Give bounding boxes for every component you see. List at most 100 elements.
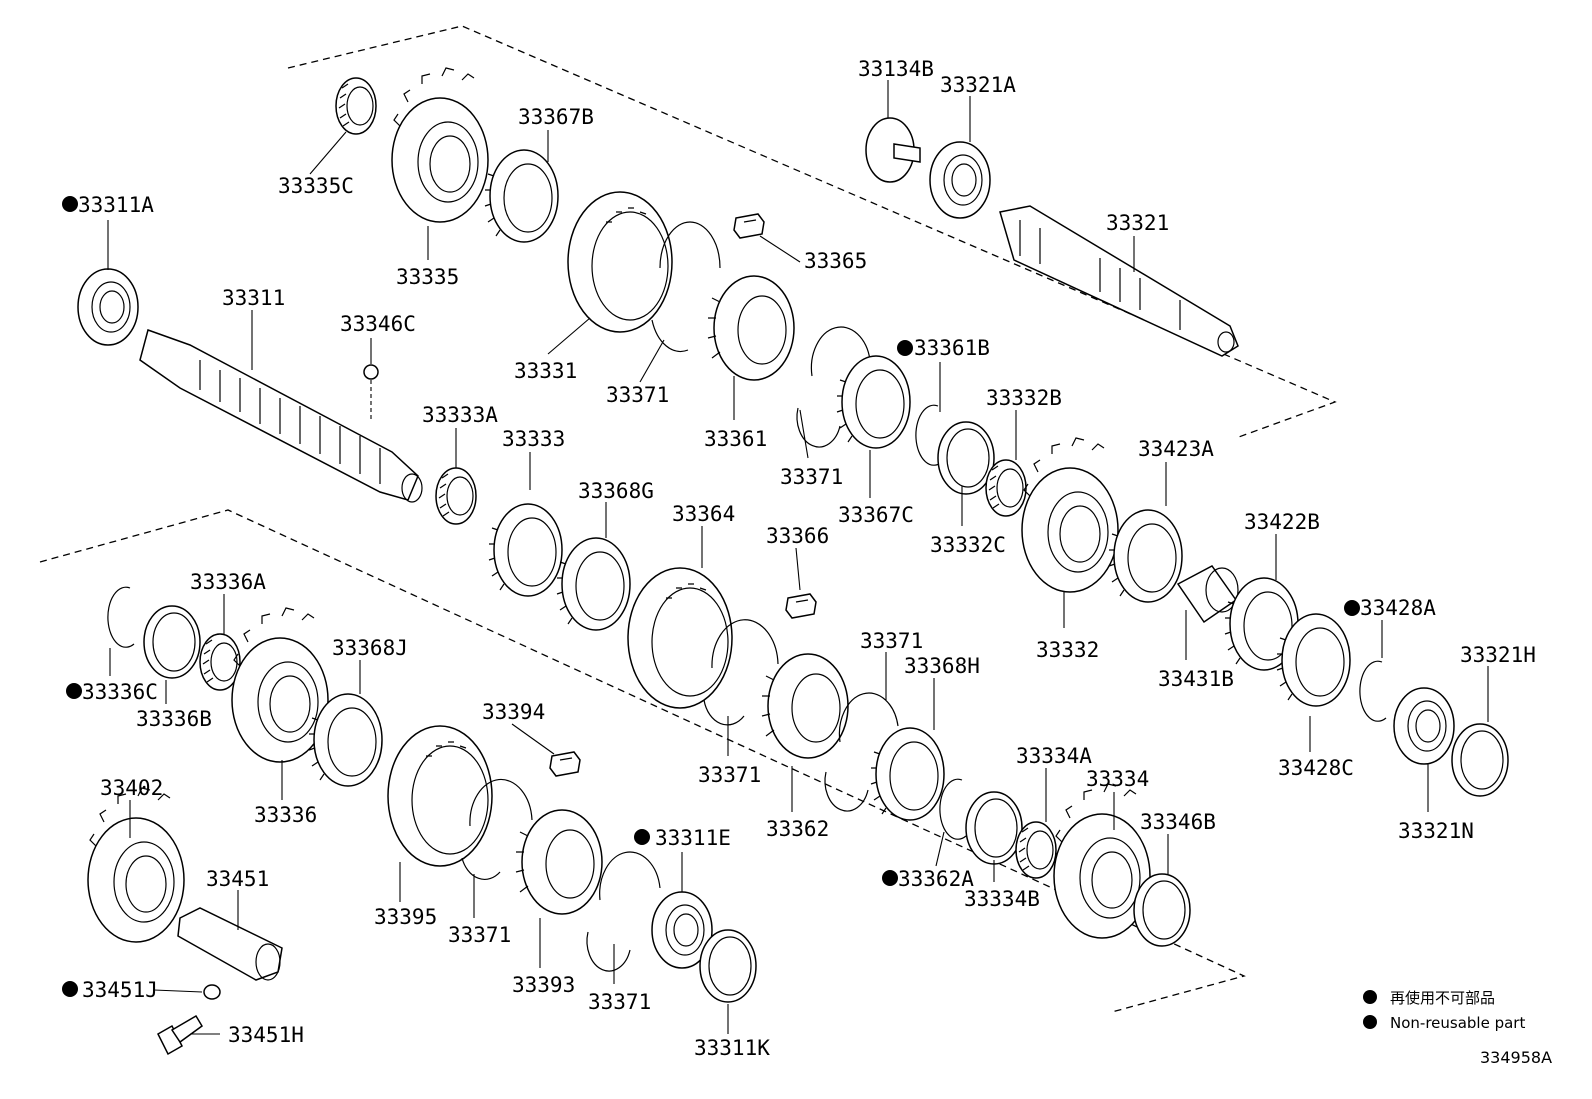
label-33361: 33361 [704, 427, 767, 451]
gear-33333 [488, 503, 563, 597]
label-33311K: 33311K [694, 1036, 770, 1060]
reference-code: 334958A [1480, 1048, 1552, 1067]
label-33451: 33451 [206, 867, 269, 891]
label-33321H: 33321H [1460, 643, 1536, 667]
label-33393: 33393 [512, 973, 575, 997]
key-33394 [549, 751, 581, 777]
label-33431B: 33431B [1158, 667, 1234, 691]
label-33394: 33394 [482, 700, 545, 724]
label-33371-d: 33371 [698, 763, 761, 787]
sync-ring-33367B [484, 149, 559, 243]
needle-bearing-33333A [435, 467, 477, 525]
label-33332B: 33332B [986, 386, 1062, 410]
label-33371-a: 33371 [606, 383, 669, 407]
upper-group-boundary [287, 25, 1337, 439]
key-33366 [785, 593, 817, 619]
label-33321A: 33321A [940, 73, 1016, 97]
key-33365 [733, 213, 765, 239]
label-33311E: 33311E [655, 826, 731, 850]
ring-33336B [143, 605, 201, 679]
label-33335: 33335 [396, 265, 459, 289]
label-33321: 33321 [1106, 211, 1169, 235]
label-33332: 33332 [1036, 638, 1099, 662]
label-33402: 33402 [100, 776, 163, 800]
label-33311: 33311 [222, 286, 285, 310]
label-33368H: 33368H [904, 654, 980, 678]
spring-33371c [703, 619, 779, 726]
shaft-33451 [177, 907, 283, 981]
needle-bearing-33332B [985, 459, 1027, 517]
label-33336: 33336 [254, 803, 317, 827]
label-33371-b: 33371 [780, 465, 843, 489]
label-33367B: 33367B [518, 105, 594, 129]
label-33451J: 33451J [82, 978, 158, 1002]
label-33371-e: 33371 [448, 923, 511, 947]
sleeve-33331 [567, 191, 673, 333]
input-shaft-33311 [139, 329, 423, 503]
needle-bearing-33335C [335, 77, 377, 135]
legend-dot-en [1363, 1015, 1377, 1029]
bolt-33451H [157, 1014, 203, 1056]
label-33333A: 33333A [422, 403, 498, 427]
legend-text-en: Non-reusable part [1390, 1014, 1525, 1032]
label-33364: 33364 [672, 502, 735, 526]
washer-33451J [203, 984, 221, 1000]
label-33321N: 33321N [1398, 819, 1474, 843]
ring-33311K [699, 929, 757, 1003]
sync-ring-33367C [836, 355, 911, 449]
legend-text-jp: 再使用不可部品 [1390, 989, 1495, 1007]
lower-group-boundary [39, 509, 1246, 1013]
plug-33134B [865, 117, 921, 183]
snap-ring-33428A [1359, 660, 1387, 722]
gear-33402 [87, 787, 185, 943]
ball-33346C [363, 364, 379, 380]
label-33428C: 33428C [1278, 756, 1354, 780]
leader-lines [107, 80, 1489, 1035]
bearing-33321A [929, 141, 991, 219]
sync-ring-33368G [556, 537, 631, 631]
label-33336A: 33336A [190, 570, 266, 594]
ring-33334B [965, 791, 1023, 865]
label-33422B: 33422B [1244, 510, 1320, 534]
label-33361B: 33361B [914, 336, 990, 360]
label-33134B: 33134B [858, 57, 934, 81]
label-33334B: 33334B [964, 887, 1040, 911]
legend-dot-jp [1363, 990, 1377, 1004]
needle-bearing-33334A [1015, 821, 1057, 879]
label-33365: 33365 [804, 249, 867, 273]
label-33368G: 33368G [578, 479, 654, 503]
collar-33431B [1176, 565, 1239, 624]
gear-33423A [1108, 509, 1183, 603]
label-33362A: 33362A [898, 867, 974, 891]
label-33371-c: 33371 [860, 629, 923, 653]
hub-33362 [761, 653, 849, 759]
label-33346B: 33346B [1140, 810, 1216, 834]
label-33331: 33331 [514, 359, 577, 383]
label-33336C: 33336C [82, 680, 158, 704]
hub-33393 [515, 809, 603, 915]
label-33451H: 33451H [228, 1023, 304, 1047]
gear-33332 [1021, 437, 1119, 593]
sleeve-33364 [627, 567, 733, 709]
label-33336B: 33336B [136, 707, 212, 731]
countershaft-33321 [999, 205, 1239, 357]
ring-33346B [1133, 873, 1191, 947]
bearing-33311A [77, 268, 139, 346]
label-33333: 33333 [502, 427, 565, 451]
label-33366: 33366 [766, 524, 829, 548]
spring-33371f [586, 851, 661, 972]
label-33362: 33362 [766, 817, 829, 841]
spring-33371e [461, 778, 533, 881]
spring-33371b [796, 326, 871, 448]
label-33311A: 33311A [78, 193, 154, 217]
label-33334A: 33334A [1016, 744, 1092, 768]
part-labels: 33311A 33335C 33335 33367B 33311 33346C … [78, 57, 1536, 1060]
ring-33321H [1451, 723, 1509, 797]
gear-33335 [391, 67, 489, 223]
snap-ring-33336C [107, 586, 135, 648]
legend: 再使用不可部品 Non-reusable part [1363, 989, 1525, 1032]
bearing-33321N [1393, 687, 1455, 765]
spring-33371d [824, 692, 899, 812]
label-33334: 33334 [1086, 767, 1149, 791]
